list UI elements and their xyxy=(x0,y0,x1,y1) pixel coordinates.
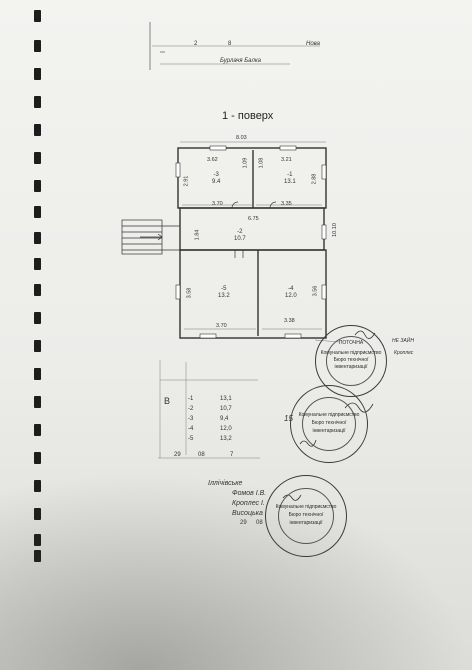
dim-335: 3.35 xyxy=(281,201,292,207)
signature-city: Іллічівське xyxy=(208,480,243,487)
dim-1010: 10.10 xyxy=(331,223,338,237)
dim-288: 2.88 xyxy=(311,173,318,185)
header-field-c: Нова xyxy=(306,41,321,47)
note-3: 15 xyxy=(284,414,293,423)
dim-370b: 3.70 xyxy=(216,323,227,329)
dim-291: 2.91 xyxy=(183,175,190,187)
explication-row-3-area: 9,4 xyxy=(220,416,229,422)
stamp-2: Комунальне підприємство Бюро технічної і… xyxy=(290,385,368,463)
explication-row-2-area: 10,7 xyxy=(220,406,232,412)
explication-row-5-area: 13,2 xyxy=(220,436,232,442)
stamp-3: Комунальне підприємство Бюро технічної і… xyxy=(265,475,347,557)
signature-date-day: 29 xyxy=(240,520,247,526)
dim-362: 3.62 xyxy=(207,157,218,163)
stamp-1-text-d: інвентаризації xyxy=(334,364,368,370)
floor-plan-walls xyxy=(177,147,327,339)
header-field-b: 8 xyxy=(228,41,232,47)
stamp-3-text-b: Комунальне підприємство xyxy=(275,504,337,510)
stamp-2-text-c: Бюро технічної xyxy=(311,420,347,426)
signature-person1: Фомов І.В. xyxy=(232,490,267,497)
stamp-2-text-d: інвентаризації xyxy=(312,428,346,434)
signature-person3: Висоцька xyxy=(232,510,263,517)
explication-date-day: 29 xyxy=(174,452,181,458)
dim-184: 1.84 xyxy=(194,229,201,241)
explication-row-1-area: 13,1 xyxy=(220,396,232,402)
dim-109: 1.09 xyxy=(242,157,249,169)
explication-row-1-num: -1 xyxy=(188,396,194,402)
stamp-2-text-b: Комунальне підприємство xyxy=(298,412,360,418)
dim-108: 1.08 xyxy=(258,157,265,169)
explication-row-4-area: 12,0 xyxy=(220,426,232,432)
note-2: Кроплес xyxy=(394,350,414,356)
explication-letter: В xyxy=(164,396,171,406)
dim-370a: 3.70 xyxy=(212,201,223,207)
explication-row-5-num: -5 xyxy=(188,436,194,442)
stamp-1-text-c: Бюро технічної xyxy=(333,357,369,363)
stamp-3-text-c: Бюро технічної xyxy=(288,512,324,518)
signature-person2: Кроплес І. xyxy=(232,500,265,507)
stamp-3-text-d: інвентаризації xyxy=(289,520,323,526)
dim-338: 3.38 xyxy=(284,318,295,324)
dim-675: 6.75 xyxy=(248,216,259,222)
explication-lines xyxy=(158,360,260,459)
binder-holes xyxy=(0,0,41,670)
note-1: НЕ ЗАЙН xyxy=(392,338,414,344)
signature-date-month: 08 xyxy=(256,520,263,526)
stairs xyxy=(121,219,180,255)
stamp-1-text-b: Комунальне підприємство xyxy=(320,350,382,356)
stamp-1-text-a: ПОТОЧНА xyxy=(338,340,364,346)
plan-title: 1 - поверх xyxy=(222,110,274,122)
dim-356: 3.56 xyxy=(312,285,319,297)
dim-321: 3.21 xyxy=(281,157,292,163)
dim-total-width: 8.03 xyxy=(236,135,247,141)
explication-row-4-num: -4 xyxy=(188,426,194,432)
explication-table: В -1 13,1 -2 10,7 -3 9,4 -4 12,0 -5 13,2… xyxy=(160,362,270,462)
header-street: Бурлачя Балка xyxy=(220,58,262,64)
explication-date-year: 7 xyxy=(230,452,234,458)
explication-row-2-num: -2 xyxy=(188,406,194,412)
explication-row-3-num: -3 xyxy=(188,416,194,422)
header-field-a: 2 xyxy=(194,41,198,47)
dim-358: 3.58 xyxy=(186,287,193,299)
explication-date-month: 08 xyxy=(198,452,205,458)
